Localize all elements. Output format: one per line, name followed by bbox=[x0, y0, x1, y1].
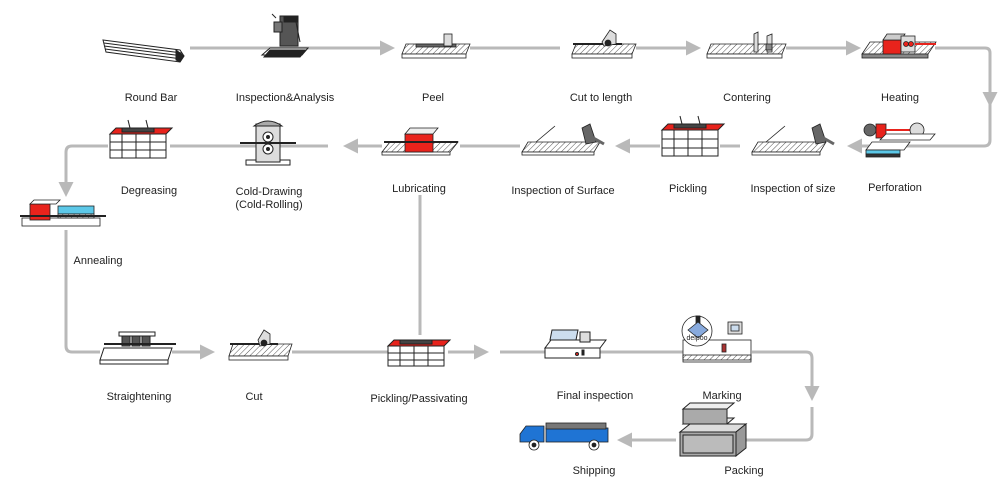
cold-drawing-mill-icon bbox=[240, 120, 296, 166]
inspection-machine-icon bbox=[260, 13, 310, 58]
annealing-furnace-icon bbox=[20, 199, 106, 227]
degreasing-tank-icon bbox=[108, 119, 174, 159]
label-packing: Packing bbox=[724, 465, 764, 477]
arrow-heating-perforation bbox=[935, 46, 998, 107]
label-marking: Marking bbox=[702, 390, 742, 402]
arrow-annealing-straightening bbox=[64, 230, 100, 354]
marking-stamp-text: delpoo bbox=[686, 335, 707, 342]
final-inspection-machine-icon bbox=[544, 329, 607, 359]
perforation-machine-icon bbox=[863, 122, 936, 158]
label-cold-drawing-line2: (Cold-Rolling) bbox=[235, 199, 303, 211]
label-inspection-of-surface: Inspection of Surface bbox=[511, 185, 615, 197]
pickling-passivating-tank-icon bbox=[386, 339, 452, 367]
flow-arrows bbox=[58, 40, 998, 448]
straightening-machine-icon bbox=[99, 331, 176, 365]
cut-saw-icon bbox=[228, 329, 293, 361]
size-inspection-icon bbox=[751, 123, 835, 156]
label-shipping: Shipping bbox=[572, 465, 616, 477]
cut-machine-icon bbox=[571, 29, 637, 59]
contering-machine-icon bbox=[706, 31, 787, 59]
label-contering: Contering bbox=[723, 92, 771, 104]
marking-machine-icon bbox=[681, 315, 752, 363]
label-cut: Cut bbox=[245, 391, 263, 403]
label-perforation: Perforation bbox=[868, 182, 922, 194]
pickling-tank-icon bbox=[660, 115, 726, 157]
arrow-marking-packing bbox=[752, 350, 820, 401]
surface-inspection-icon bbox=[521, 123, 605, 156]
label-annealing: Annealing bbox=[73, 255, 123, 267]
label-inspection-of-size: Inspection of size bbox=[750, 183, 836, 195]
arrow-packing-shipping bbox=[742, 407, 814, 442]
label-round-bar: Round Bar bbox=[124, 92, 178, 104]
arrow-perforation-size bbox=[847, 104, 992, 154]
label-degreasing: Degreasing bbox=[120, 185, 178, 197]
arrow-degreasing-annealing bbox=[58, 144, 108, 197]
label-final-inspection: Final inspection bbox=[556, 390, 634, 402]
label-heating: Heating bbox=[881, 92, 919, 104]
label-cold-drawing: Cold-Drawing (Cold-Rolling) bbox=[235, 186, 302, 212]
packing-boxes-icon bbox=[678, 402, 748, 458]
label-cold-drawing-line1: Cold-Drawing bbox=[235, 186, 303, 198]
peel-machine-icon bbox=[401, 33, 471, 59]
label-pickling: Pickling bbox=[669, 183, 707, 195]
heating-furnace-icon bbox=[861, 33, 937, 59]
label-lubricating: Lubricating bbox=[392, 183, 446, 195]
shipping-truck-icon bbox=[519, 422, 609, 451]
label-cut-to-length: Cut to length bbox=[569, 92, 633, 104]
label-straightening: Straightening bbox=[106, 391, 172, 403]
label-peel: Peel bbox=[421, 92, 445, 104]
round-bar-icon bbox=[102, 39, 185, 63]
label-inspection-analysis: Inspection&Analysis bbox=[235, 92, 335, 104]
label-pickling-passivating: Pickling/Passivating bbox=[370, 393, 468, 405]
lubricating-machine-icon bbox=[381, 127, 459, 156]
